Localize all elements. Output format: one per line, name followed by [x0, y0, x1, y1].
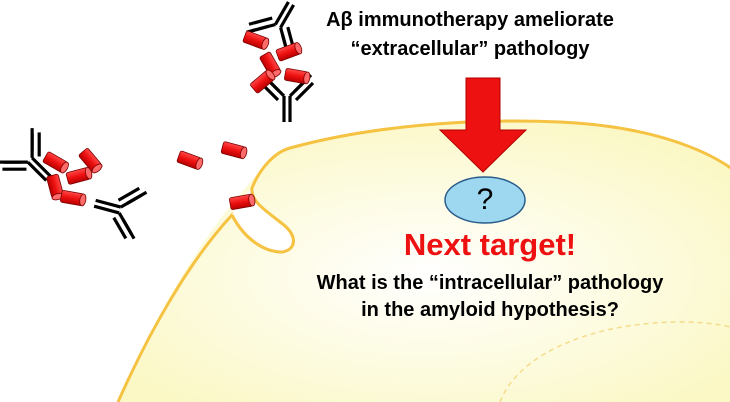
question-line-2: in the amyloid hypothesis? — [361, 299, 619, 321]
cell-body — [118, 121, 730, 402]
free-amyloid-fragment-icon — [220, 140, 249, 160]
header-line-1: Aβ immunotherapy ameliorate — [326, 9, 614, 31]
question-line-1: What is the “intracellular” pathology — [316, 272, 664, 294]
nucleus-outline — [499, 321, 730, 402]
next-target-headline: Next target! — [403, 227, 577, 262]
antibody-icon — [86, 176, 149, 243]
left-antibody-complex — [0, 125, 149, 243]
amyloid-fibril-icon — [59, 189, 88, 207]
amyloid-fibril-icon — [242, 30, 271, 51]
question-mark-label: ? — [476, 183, 494, 216]
down-arrow-icon — [438, 77, 528, 173]
amyloid-fibril-icon — [283, 67, 312, 85]
header-line-2: “extracellular” pathology — [350, 38, 590, 60]
free-amyloid-fragment-icon — [176, 150, 205, 171]
unknown-target-ellipse — [444, 176, 526, 224]
amyloid-fibril-icon — [65, 166, 94, 186]
